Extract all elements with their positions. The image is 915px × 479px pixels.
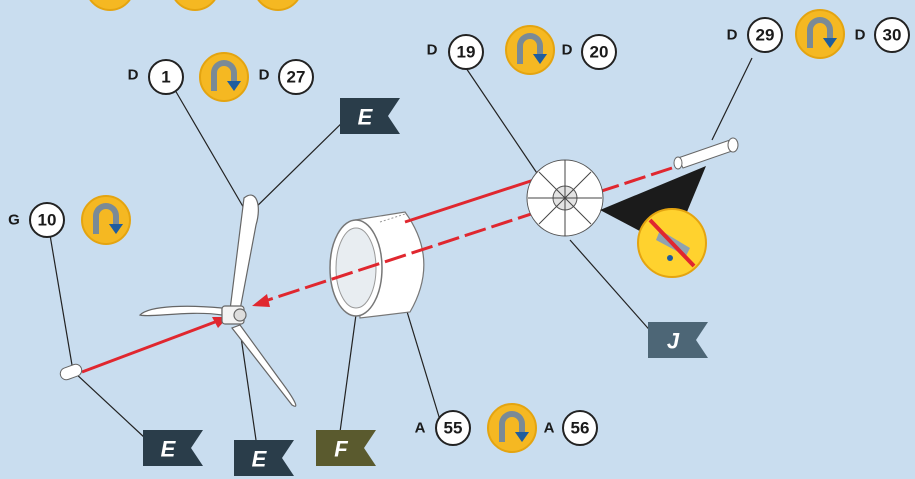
flag-e-bottom-left: E xyxy=(143,430,203,466)
callout-letter: D xyxy=(855,27,866,44)
svg-text:E: E xyxy=(161,437,177,462)
callout-a56: A 56 xyxy=(544,410,598,446)
callout-number: 1 xyxy=(161,68,170,87)
callout-number: 30 xyxy=(883,26,902,45)
leader-lines xyxy=(49,57,753,441)
callout-a55: A 55 xyxy=(415,410,471,446)
callout-d29: D 29 xyxy=(727,17,783,53)
callout-number: 19 xyxy=(457,43,476,62)
pin-part xyxy=(59,363,83,381)
rotate-clockwise-icon xyxy=(505,25,555,75)
svg-text:E: E xyxy=(252,447,268,472)
callout-number: 29 xyxy=(756,26,775,45)
callout-d1: D 1 xyxy=(128,59,184,95)
svg-text:E: E xyxy=(358,105,374,130)
rotate-clockwise-icon xyxy=(487,403,537,453)
callout-letter: D xyxy=(562,42,573,59)
rotate-clockwise-icon xyxy=(795,9,845,59)
callout-letter: D xyxy=(727,27,738,44)
flag-j: J xyxy=(648,322,708,358)
callout-d27: D 27 xyxy=(259,59,314,95)
rotate-clockwise-icon xyxy=(81,195,131,245)
callout-letter: G xyxy=(8,212,20,229)
callout-number: 20 xyxy=(590,43,609,62)
flag-e-top: E xyxy=(340,98,400,134)
callout-letter: D xyxy=(259,67,270,84)
callout-letter: D xyxy=(427,42,438,59)
callout-number: 55 xyxy=(444,419,463,438)
propeller xyxy=(138,194,297,407)
svg-text:J: J xyxy=(667,329,680,354)
callout-number: 10 xyxy=(38,211,57,230)
callout-letter: D xyxy=(128,67,139,84)
engine-cowling xyxy=(329,211,425,319)
radial-engine xyxy=(526,159,604,237)
callout-d20: D 20 xyxy=(562,34,617,70)
rotate-clockwise-icon xyxy=(199,52,249,102)
no-glue-callout xyxy=(600,166,707,278)
shaft-part xyxy=(673,137,739,170)
callout-letter: A xyxy=(415,420,426,437)
callout-d30: D 30 xyxy=(855,17,910,53)
rotate-icon-partial xyxy=(89,0,299,11)
callout-number: 56 xyxy=(571,419,590,438)
callout-letter: A xyxy=(544,420,555,437)
callout-number: 27 xyxy=(287,68,306,87)
callout-d19: D 19 xyxy=(427,34,484,70)
svg-text:F: F xyxy=(334,437,348,462)
flag-f: F xyxy=(316,430,376,466)
callout-g10: G 10 xyxy=(8,202,65,238)
flag-e-bottom-mid: E xyxy=(234,440,294,476)
